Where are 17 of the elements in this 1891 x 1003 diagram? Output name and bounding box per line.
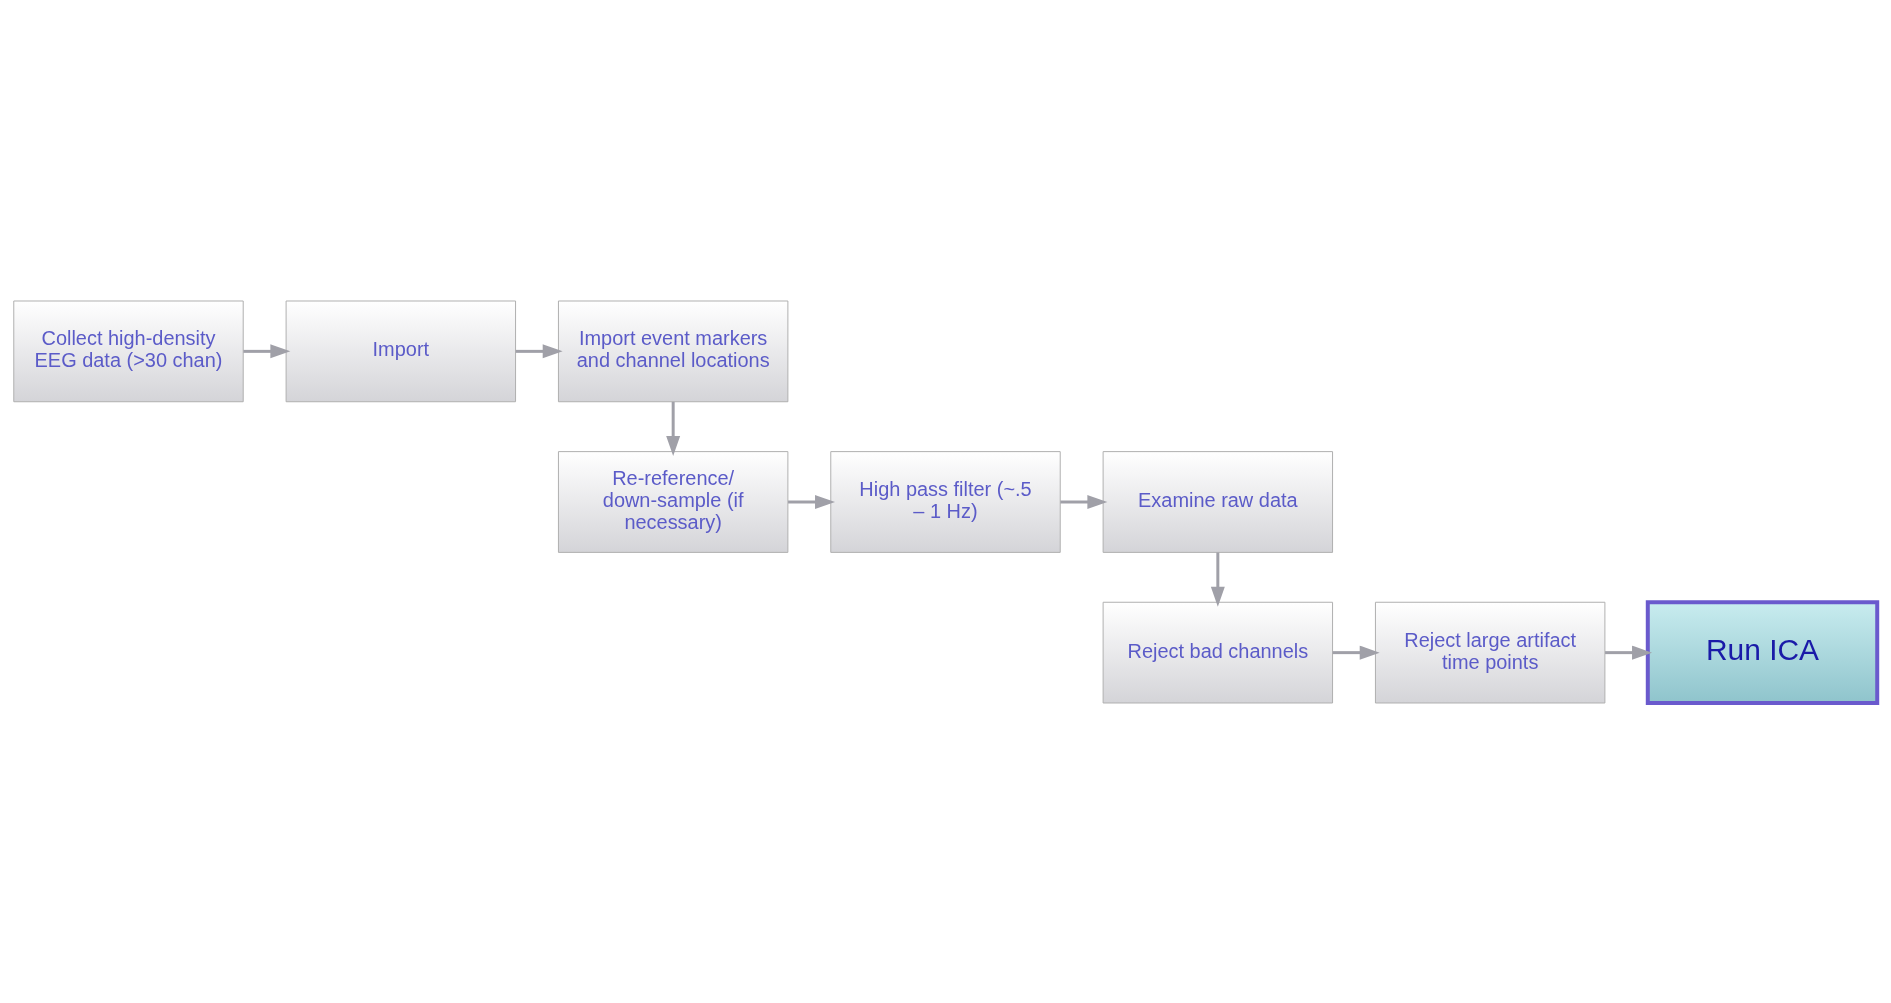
arrow [515,343,563,358]
node-box: Import [285,300,517,402]
node-box: Import event markers and channel locations [557,300,789,402]
node-box: Re-reference/ down-sample (if necessary) [557,450,789,553]
node-box: Examine raw data [1102,450,1334,553]
node-box: Run ICA [1645,599,1880,705]
arrow [1210,552,1225,607]
arrow [1060,494,1108,509]
node-box: Collect high-density EEG data (>30 chan) [13,300,244,402]
arrow [243,343,291,358]
node-box: Reject large artifact time points [1374,601,1606,703]
arrow [666,401,681,456]
node-box: High pass filter (~.5 – 1 Hz) [830,450,1061,553]
arrow [1605,645,1653,660]
node-box: Reject bad channels [1102,601,1334,703]
arrow [788,494,835,509]
arrow [1332,645,1380,660]
